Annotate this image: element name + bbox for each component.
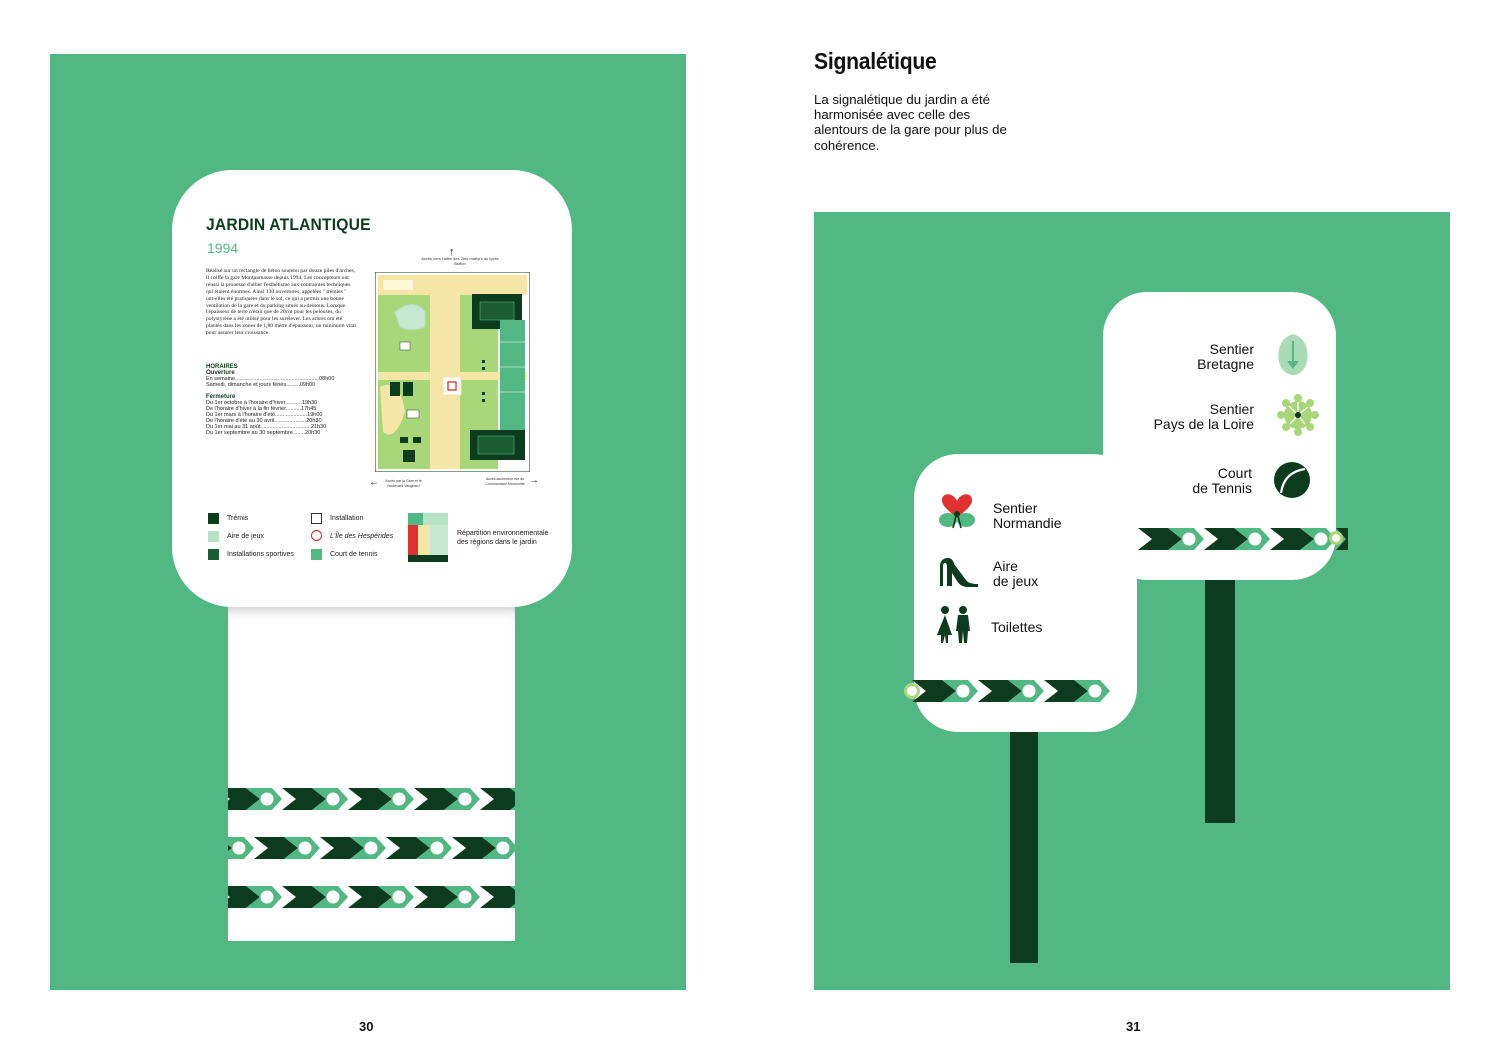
regions-diagram — [408, 513, 448, 562]
chevron-pattern — [1138, 528, 1348, 550]
opening-line: Samedi, dimanche et jours fériés........… — [206, 382, 316, 388]
legend-label: Installations sportives — [227, 551, 294, 558]
legend-label: Court de tennis — [330, 551, 378, 558]
apple-heart-icon — [939, 494, 975, 529]
hours-block: HORAIRES Ouverture En semaine...........… — [206, 364, 356, 436]
card-intro-text: Réalisé sur un rectangle de béton souten… — [206, 268, 356, 337]
opening-label: Ouverture — [206, 370, 235, 376]
map-bottom-left-access: Accès par la Gare et le boulevard Vaugir… — [385, 479, 422, 488]
leaf-icon — [1278, 334, 1308, 375]
legend-swatch — [311, 549, 322, 560]
garden-map — [375, 272, 530, 472]
card-year: 1994 — [207, 240, 239, 256]
sign-post-front — [1010, 710, 1038, 963]
regions-label: Répartition environnementale des régions… — [457, 530, 549, 546]
legend-label: L'Île des Hespérides — [330, 533, 394, 540]
legend-swatch — [311, 513, 322, 524]
chevron-pattern — [912, 680, 1110, 702]
closing-line: Du 1er septembre au 30 septembre........… — [206, 430, 321, 436]
sign-post-back — [1205, 560, 1235, 823]
closing-line: Du 1er mars à l'horaire d'été...........… — [206, 412, 323, 418]
flower-icon — [1277, 394, 1319, 436]
slide-icon — [940, 558, 978, 587]
page-number: 30 — [359, 1019, 374, 1034]
closing-line: Du 1er mai au 31 août...................… — [206, 424, 327, 430]
hours-heading: HORAIRES — [206, 364, 238, 370]
legend-label: Installation — [330, 515, 364, 522]
toilets-icon — [937, 606, 970, 643]
page-title: Signalétique — [814, 48, 937, 74]
closing-label: Fermeture — [206, 394, 236, 400]
map-bottom-right-access: Accès ascenseur rue du Commandant Moucho… — [485, 477, 525, 486]
legend-swatch — [208, 531, 219, 542]
closing-line: De l'horaire d'hiver à la fin février...… — [206, 406, 317, 412]
legend-swatch — [208, 513, 219, 524]
closing-line: Du 1er octobre à l'horaire d'hiver......… — [206, 400, 318, 406]
sign-label: Toilettes — [991, 619, 1043, 635]
chevron-pattern — [228, 788, 515, 908]
page-description: La signalétique du jardin a été harmonis… — [814, 92, 1007, 153]
card-title: JARDIN ATLANTIQUE — [206, 215, 371, 234]
legend-label: Trémis — [227, 515, 249, 522]
legend-swatch — [208, 549, 219, 560]
arrow-left-icon: ← — [369, 477, 379, 488]
hesperides-icon — [311, 530, 322, 541]
arrow-up-icon: ↑ — [449, 246, 455, 258]
closing-line: De l'horaire d'été au 30 avril..........… — [206, 418, 322, 424]
tennis-ball-icon — [1274, 462, 1310, 498]
page-number: 31 — [1126, 1019, 1141, 1034]
sign-post — [228, 600, 515, 941]
arrow-right-icon: → — [529, 475, 539, 486]
map-top-access: Accès vers l'allée des 2ms martyrs du ly… — [421, 256, 499, 266]
chevron-end-dot — [1329, 531, 1343, 545]
legend-label: Aire de jeux — [227, 533, 264, 540]
chevron-end-dot — [904, 683, 920, 699]
opening-line: En semaine..............................… — [206, 376, 335, 382]
